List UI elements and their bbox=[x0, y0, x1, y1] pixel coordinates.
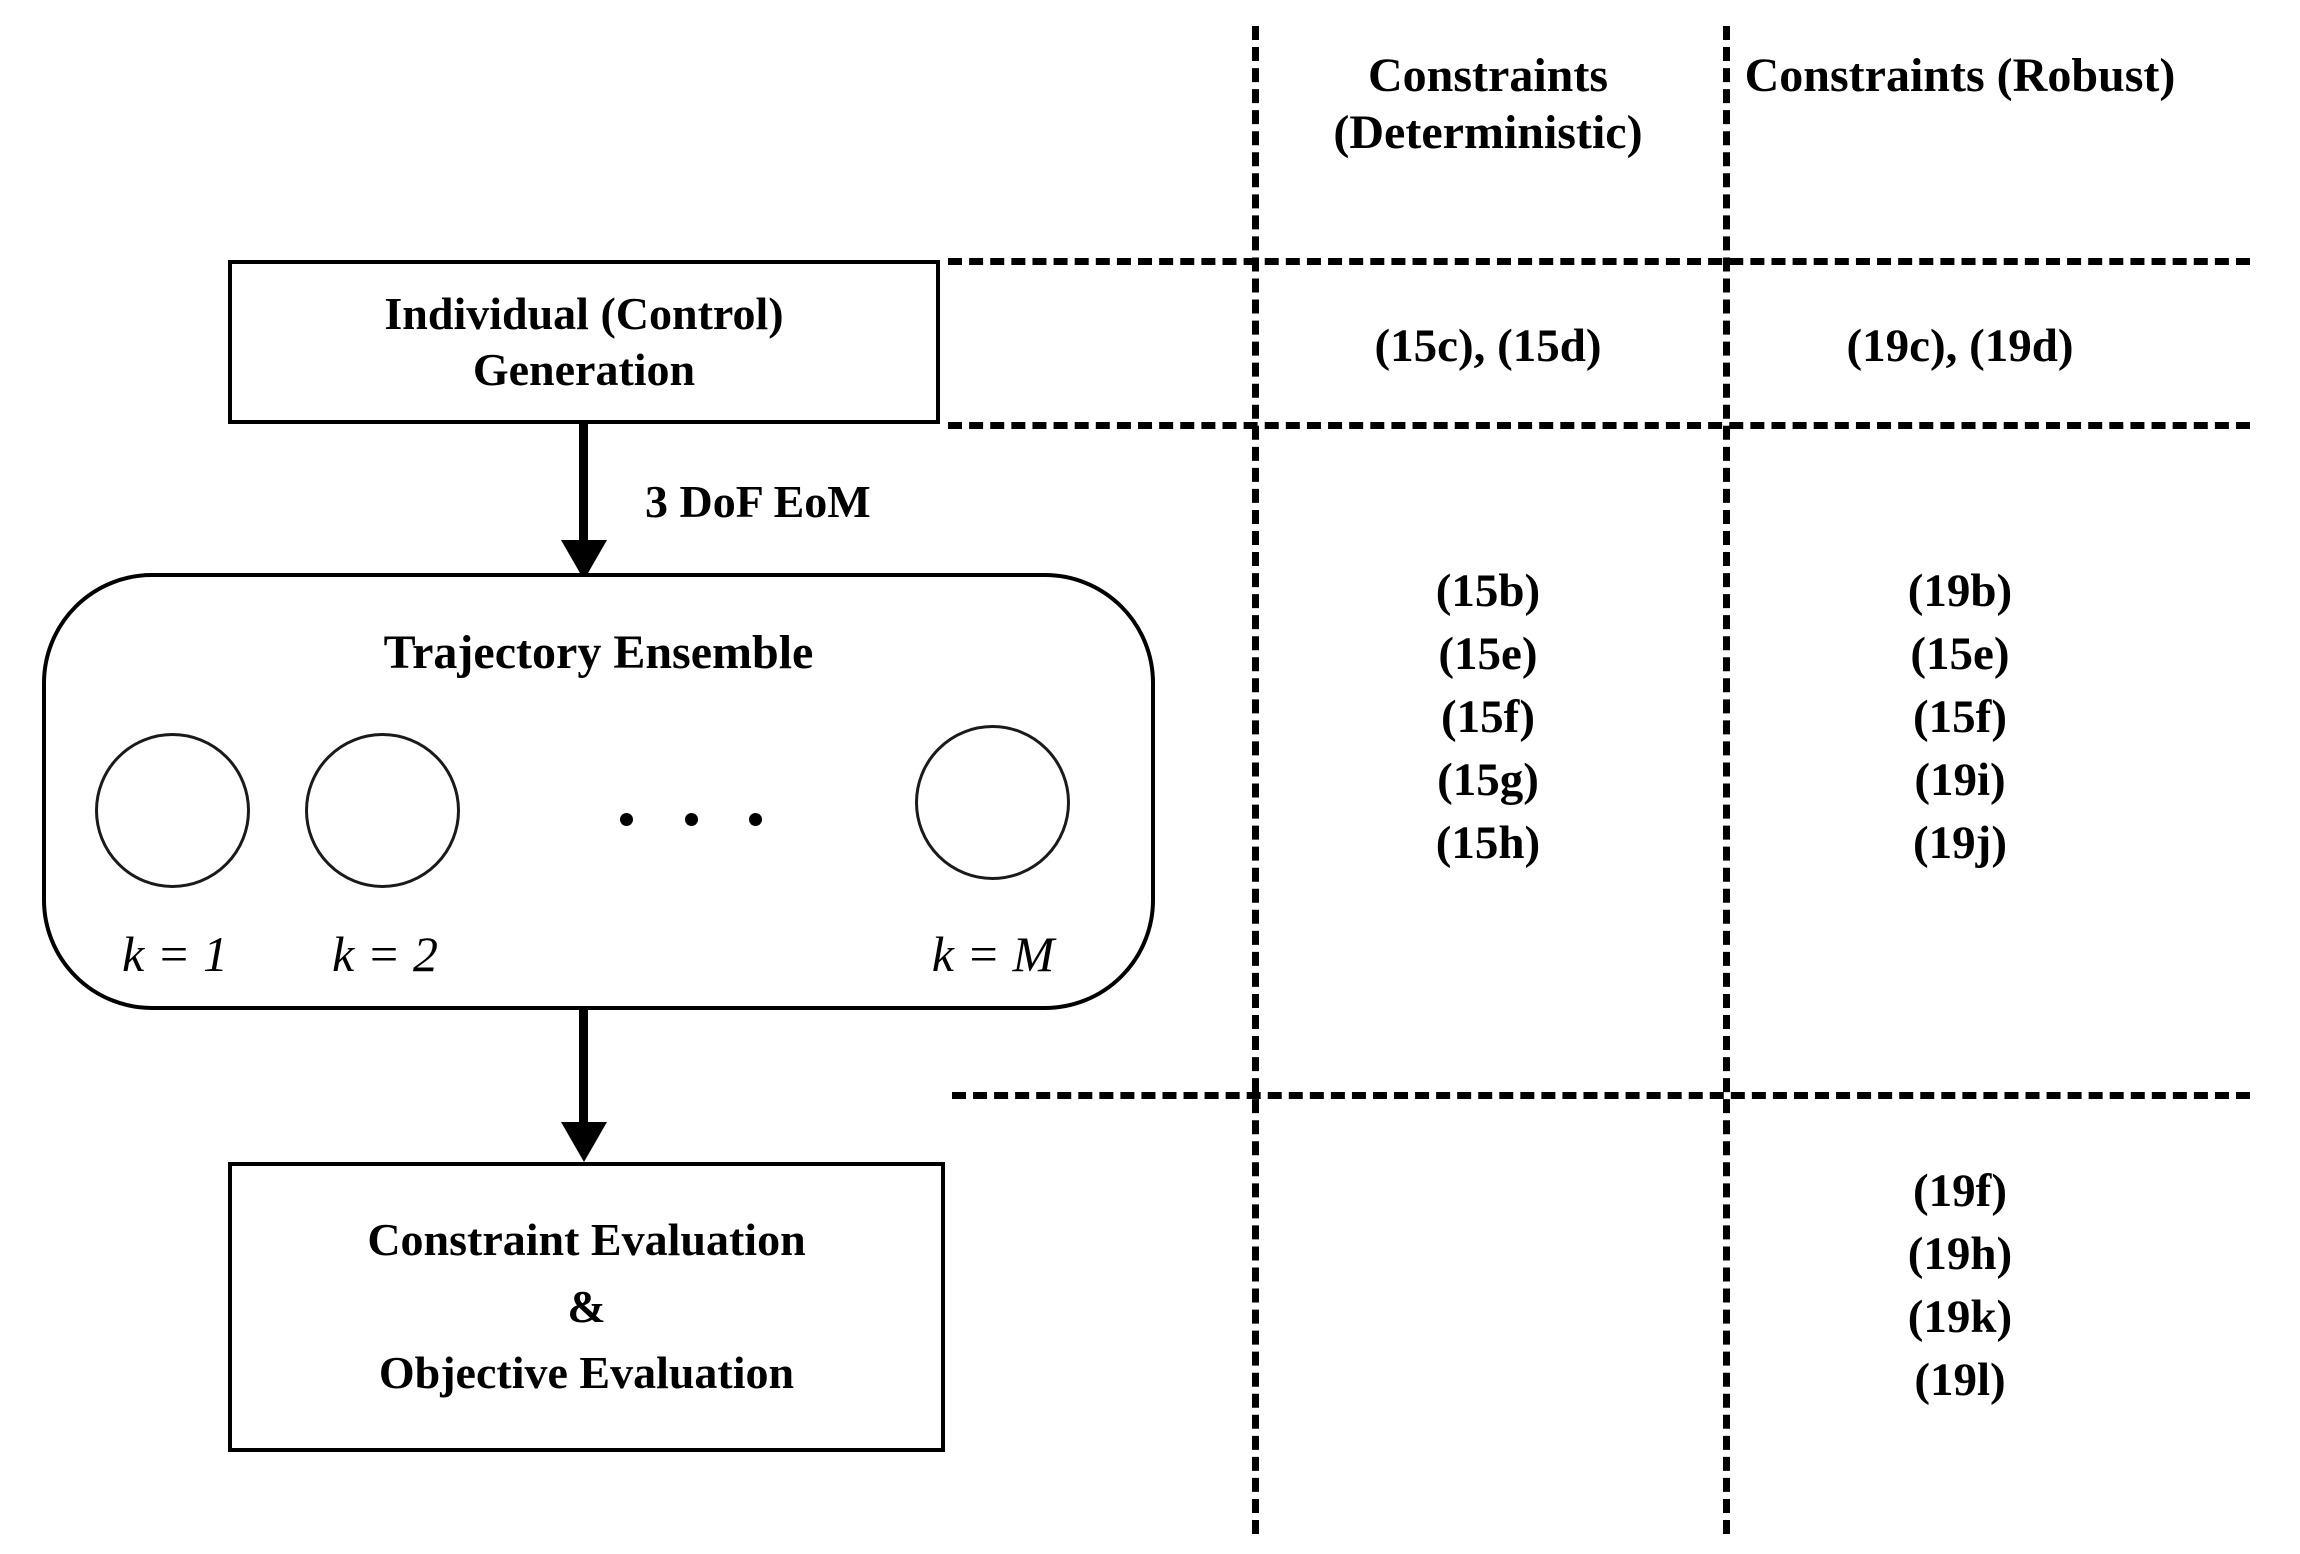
dashed-divider-middle-upper bbox=[948, 422, 2250, 429]
cell-row2-robust-item-4: (19i) bbox=[1914, 753, 2006, 806]
arrow-ensemble-to-evaluation-shaft bbox=[579, 1010, 588, 1130]
cell-row1-robust: (19c), (19d) bbox=[1735, 315, 2185, 378]
dashed-divider-middle-lower bbox=[952, 1092, 2250, 1099]
dashed-divider-top bbox=[948, 258, 2250, 265]
node-evaluation-line1: Constraint Evaluation bbox=[367, 1213, 806, 1265]
node-constraint-objective-evaluation[interactable]: Constraint Evaluation & Objective Evalua… bbox=[228, 1162, 945, 1452]
cell-row2-robust-item-2: (15e) bbox=[1910, 627, 2010, 680]
cell-row2-deterministic-item-1: (15b) bbox=[1435, 565, 1541, 617]
arrow-generation-to-ensemble-shaft bbox=[579, 424, 588, 552]
node-trajectory-ensemble-title: Trajectory Ensemble bbox=[383, 626, 814, 679]
cell-row3-robust-item-2: (19h) bbox=[1907, 1227, 2013, 1280]
dashed-column-separator-right bbox=[1723, 26, 1730, 1534]
cell-row3-robust-item-3: (19k) bbox=[1907, 1290, 2013, 1343]
trajectory-member-circle-1[interactable] bbox=[95, 733, 250, 888]
cell-row2-deterministic-item-4: (15g) bbox=[1437, 753, 1539, 806]
column-header-robust: Constraints (Robust) bbox=[1735, 48, 2185, 105]
cell-row2-robust-item-5: (19j) bbox=[1913, 816, 2007, 869]
trajectory-members-ellipsis-icon bbox=[620, 812, 762, 826]
node-individual-generation-line1: Individual (Control) bbox=[384, 287, 784, 339]
cell-row3-robust: (19f) (19h) (19k) (19l) bbox=[1735, 1160, 2185, 1412]
arrow-label-3dof-eom: 3 DoF EoM bbox=[645, 476, 871, 527]
node-evaluation-line3: Objective Evaluation bbox=[378, 1347, 795, 1399]
column-header-deterministic-line1: Constraints bbox=[1367, 49, 1609, 102]
trajectory-member-label-m: k = M bbox=[931, 926, 1055, 982]
column-header-robust-line2: (Robust) bbox=[1996, 49, 2176, 102]
node-individual-generation-line2: Generation bbox=[472, 344, 696, 395]
column-header-deterministic-line2: (Deterministic) bbox=[1333, 105, 1643, 159]
column-header-deterministic: Constraints (Deterministic) bbox=[1262, 48, 1714, 161]
cell-row2-deterministic-item-5: (15h) bbox=[1435, 816, 1541, 869]
cell-row2-robust-item-1: (19b) bbox=[1907, 565, 2013, 617]
trajectory-member-circle-m[interactable] bbox=[915, 725, 1070, 880]
node-individual-control-generation[interactable]: Individual (Control) Generation bbox=[228, 260, 940, 424]
cell-row1-deterministic: (15c), (15d) bbox=[1262, 315, 1714, 378]
cell-row2-robust-item-3: (15f) bbox=[1913, 690, 2007, 743]
trajectory-member-label-2: k = 2 bbox=[332, 926, 438, 982]
cell-row3-robust-item-1: (19f) bbox=[1913, 1165, 2007, 1217]
dashed-column-separator-left bbox=[1252, 26, 1259, 1534]
cell-row2-deterministic-item-2: (15e) bbox=[1438, 627, 1538, 680]
cell-row1-deterministic-item: (15c), (15d) bbox=[1374, 320, 1602, 372]
node-evaluation-line2: & bbox=[567, 1280, 606, 1332]
arrow-ensemble-to-evaluation-head bbox=[561, 1122, 607, 1162]
cell-row3-robust-item-4: (19l) bbox=[1914, 1353, 2006, 1406]
cell-row2-deterministic-item-3: (15f) bbox=[1441, 690, 1535, 743]
trajectory-member-label-1: k = 1 bbox=[122, 926, 228, 982]
cell-row1-robust-item: (19c), (19d) bbox=[1846, 320, 2074, 372]
cell-row2-robust: (19b) (15e) (15f) (19i) (19j) bbox=[1735, 560, 2185, 875]
column-header-robust-line1: Constraints bbox=[1744, 49, 1985, 102]
cell-row2-deterministic: (15b) (15e) (15f) (15g) (15h) bbox=[1262, 560, 1714, 875]
trajectory-member-circle-2[interactable] bbox=[305, 733, 460, 888]
